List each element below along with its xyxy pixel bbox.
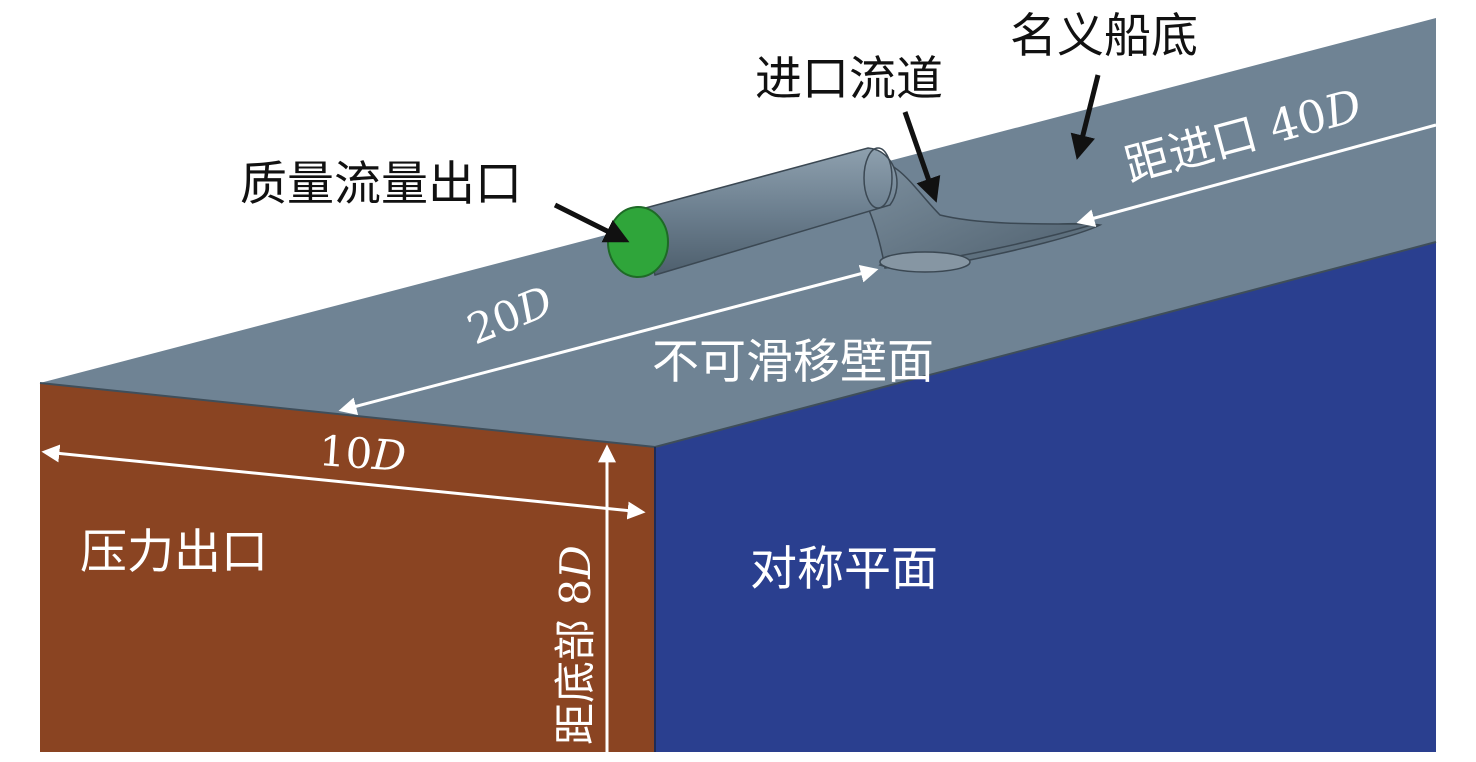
svg-text:10D: 10D [317,426,407,481]
label-symmetry-plane: 对称平面 [750,542,938,597]
label-dim-10-D: D [370,430,408,481]
dim-arrow-40D [1076,123,1437,227]
dim-arrow-10D [41,444,646,520]
duct-intake-rim [879,251,971,273]
mass-flow-outlet-disk [607,206,669,278]
label-pressure-outlet: 压力出口 [80,525,268,580]
svg-text:距底部 8D: 距底部 8D [551,545,600,745]
pointer-arrow-mass-flow [553,202,630,243]
label-mass-flow-outlet: 质量流量出口 [240,157,522,212]
label-dim-10-number: 10 [317,426,374,479]
cylinder-bend-edge [863,147,893,209]
label-dim-10D: 10D [317,426,407,481]
label-distance-from-bottom-D: D [551,545,600,580]
label-inlet-duct: 进口流道 [755,52,943,107]
label-nominal-hull-bottom: 名义船底 [1010,9,1198,64]
label-no-slip-wall: 不可滑移壁面 [652,335,934,390]
pointer-arrow-inlet-duct [902,111,941,203]
label-distance-from-bottom-text: 距底部 8 [551,579,600,745]
label-distance-from-bottom: 距底部 8D [551,545,600,745]
outlet-cylinder-body [637,147,898,276]
dim-arrow-20D [338,264,879,416]
symmetry-plane-face [655,242,1436,752]
pointer-arrow-hull-bottom [1070,74,1101,160]
